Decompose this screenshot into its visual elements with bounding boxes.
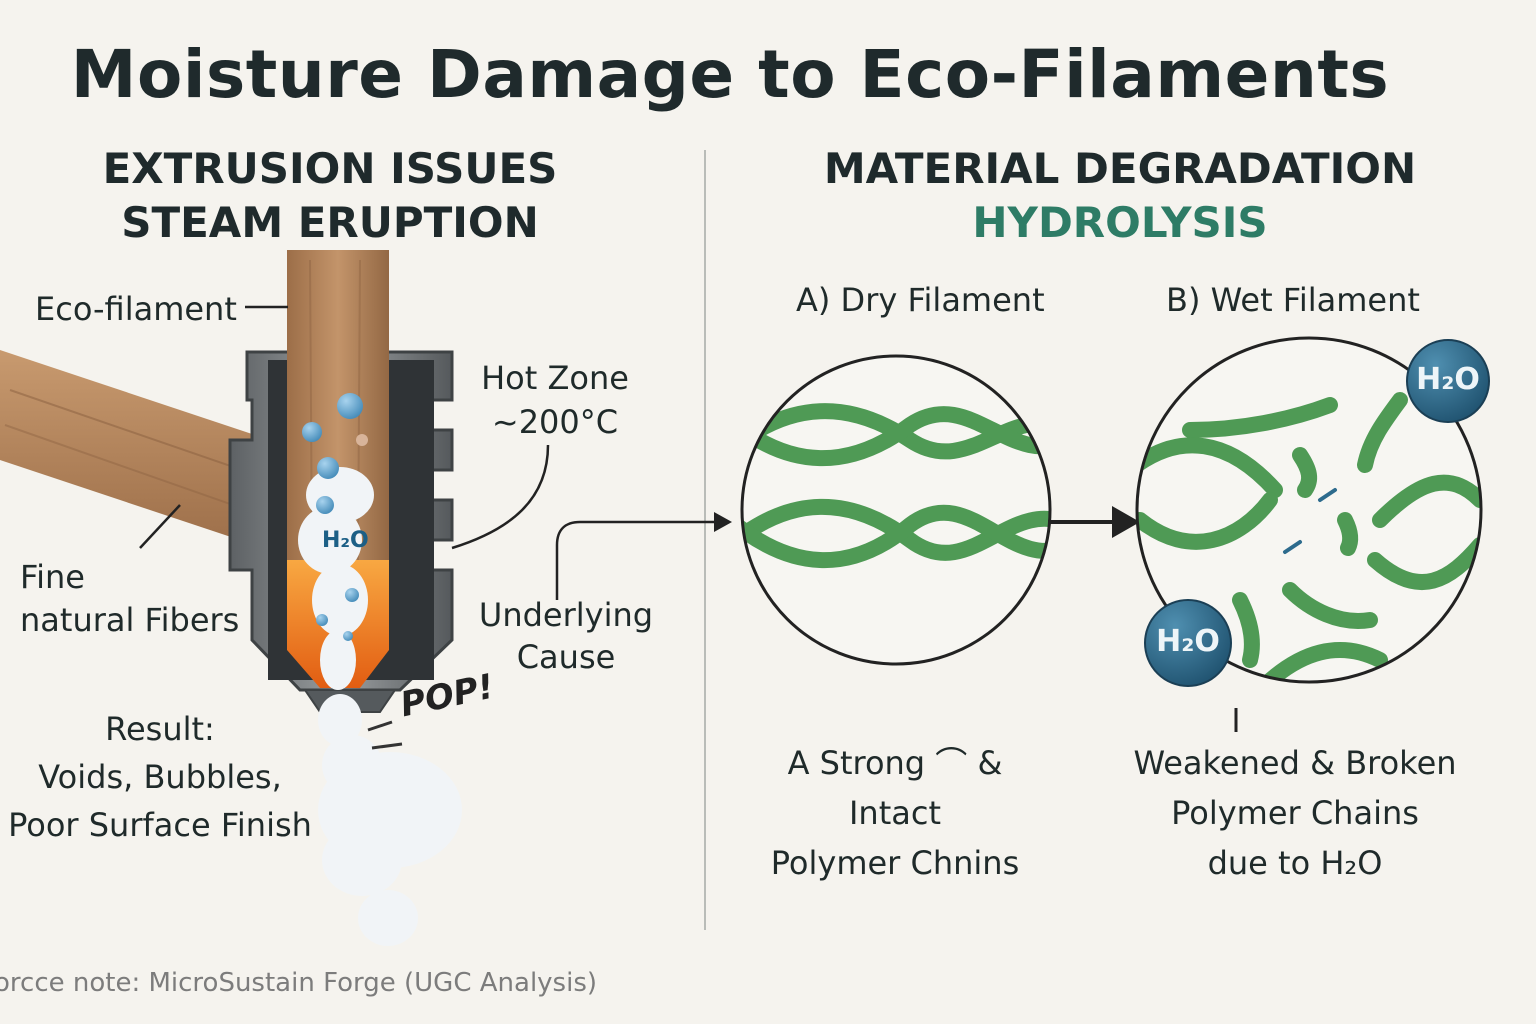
fibers-label-line2: natural Fibers [20,601,240,639]
wet-caption-line3: due to H₂O [1207,844,1383,882]
source-note: orcce note: MicroSustain Forge (UGC Anal… [0,968,598,998]
dry-filament-circle [740,354,1052,666]
fibers-label-line1: Fine [20,558,85,596]
wet-caption: Weakened & Broken Polymer Chains due to … [1110,738,1480,888]
h2o-steam-label: H₂O [322,528,369,553]
dry-caption-line1: A Strong ⌒ & [787,744,1003,782]
broken-bond-fragments [1283,488,1337,554]
degradation-heading-line1: MATERIAL DEGRADATION [823,144,1417,193]
wet-filament-circle [1135,336,1483,684]
underlying-cause-label: Underlying Cause [468,594,664,678]
result-label: Result: Voids, Bubbles, Poor Surface Fin… [0,705,320,849]
hot-zone-line1: Hot Zone [481,359,629,397]
extrusion-heading: EXTRUSION ISSUES STEAM ERUPTION [80,142,580,250]
water-bubbles [302,393,368,641]
dry-caption-line2: Intact [848,794,941,832]
result-line3: Poor Surface Finish [8,806,312,844]
pop-lines [367,720,403,750]
wet-caption-line1: Weakened & Broken [1133,744,1457,782]
dry-caption: A Strong ⌒ & Intact Polymer Chnins [740,738,1050,888]
h2o-ball-top-label: H₂O [1416,362,1480,397]
hot-zone-line2: ~200°C [491,403,619,441]
dry-caption-line3: Polymer Chnins [770,844,1020,882]
cause-line2: Cause [516,638,616,676]
dry-filament-label: A) Dry Filament [796,281,1045,319]
section-divider [704,150,706,930]
result-line2: Voids, Bubbles, [38,758,282,796]
leader-lines-left [139,305,718,600]
eco-filament-label: Eco-filament [35,290,237,328]
cause-line1: Underlying [478,596,654,634]
h2o-molecule-top [1406,339,1490,423]
extrusion-heading-line1: EXTRUSION ISSUES [102,144,558,193]
degradation-heading-line2: HYDROLYSIS [972,198,1268,247]
page-title: Moisture Damage to Eco-Filaments [70,36,1390,113]
wet-filament-label: B) Wet Filament [1166,281,1420,319]
wet-caption-line2: Polymer Chains [1171,794,1419,832]
h2o-ball-bottom-label: H₂O [1156,624,1220,659]
h2o-molecule-bottom [1144,599,1232,687]
hot-zone-label: Hot Zone ~200°C [460,356,650,444]
degradation-heading: MATERIAL DEGRADATION HYDROLYSIS [800,142,1440,250]
dry-to-wet-arrow [1048,506,1140,538]
extrusion-heading-line2: STEAM ERUPTION [121,198,539,247]
result-line1: Result: [105,710,215,748]
